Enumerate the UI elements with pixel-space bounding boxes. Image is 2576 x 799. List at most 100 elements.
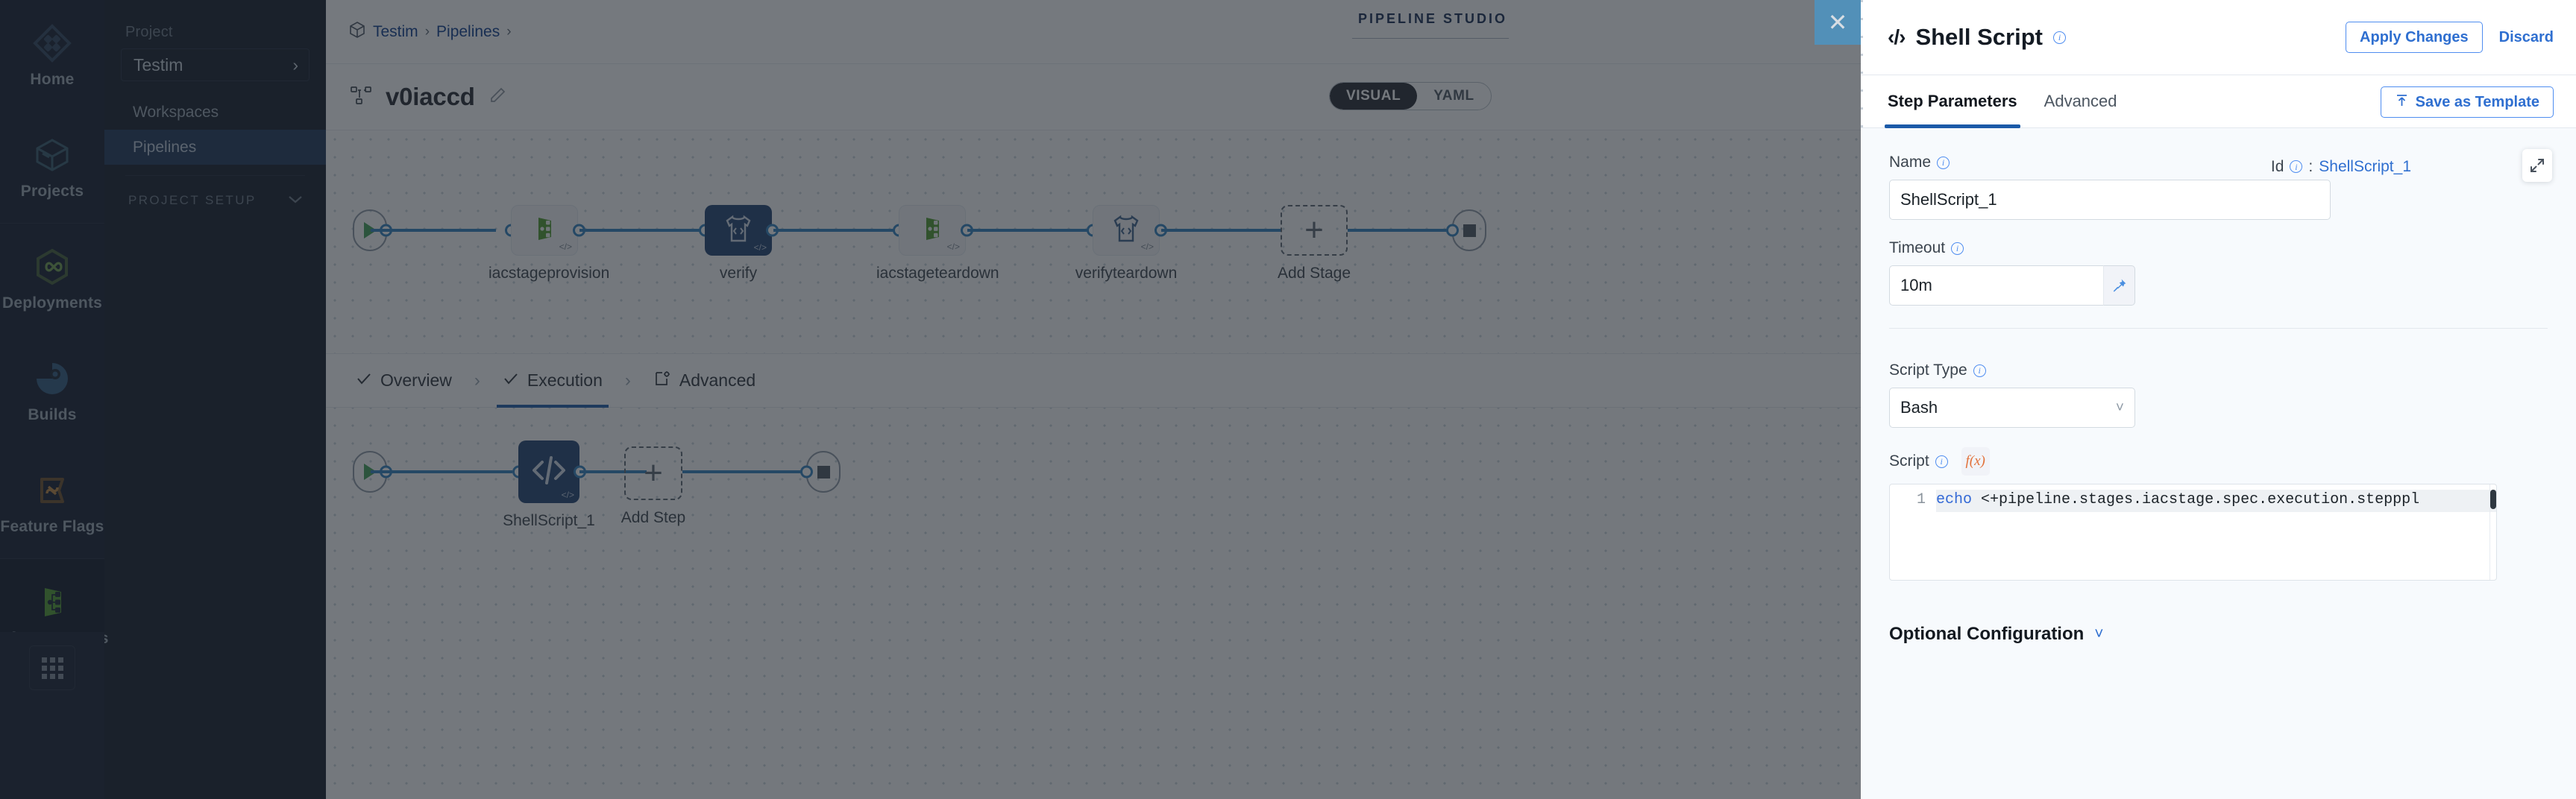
- rail-item-feature-flags[interactable]: Feature Flags: [0, 447, 104, 559]
- stage-node-label: iacstageprovision: [489, 265, 610, 282]
- project-sidebar: Project Testim › Workspaces Pipelines PR…: [104, 0, 326, 799]
- stage-node-label: iacstageteardown: [876, 265, 999, 282]
- rail-item-label: Home: [30, 71, 75, 89]
- script-field-group: Script i f(x) 1 echo <+pipeline.stages.i…: [1889, 149, 2552, 581]
- timeout-label-wrap: Timeout i: [1889, 239, 2548, 257]
- script-type-select[interactable]: Bash ˅: [1889, 388, 2135, 428]
- pipeline-end-node: [1446, 209, 1486, 251]
- add-stage-label: Add Stage: [1277, 265, 1351, 282]
- rail-item-builds[interactable]: Builds: [0, 335, 104, 447]
- fx-label: f(x): [1965, 453, 1985, 469]
- edge: [967, 229, 1093, 232]
- info-icon[interactable]: i: [1937, 156, 1950, 169]
- tab-separator: ›: [474, 370, 480, 391]
- edge: [579, 229, 705, 232]
- breadcrumb: Testim › Pipelines ›: [348, 21, 512, 43]
- rail-item-label: Feature Flags: [0, 518, 104, 536]
- add-stage-button[interactable]: + Add Stage: [1278, 205, 1351, 282]
- name-input[interactable]: [1889, 180, 2331, 220]
- sidebar-item-pipelines[interactable]: Pipelines: [104, 130, 326, 165]
- project-selector[interactable]: Testim ›: [121, 48, 310, 81]
- tab-label: Overview: [380, 370, 452, 390]
- pipeline-studio-badge: PIPELINE STUDIO: [1336, 0, 1525, 39]
- rail-item-label: Deployments: [1, 294, 103, 312]
- editor-scrollbar[interactable]: [2490, 490, 2496, 509]
- discard-button[interactable]: Discard: [2498, 28, 2554, 45]
- sidebar-item-workspaces[interactable]: Workspaces: [104, 95, 326, 130]
- infra-green-icon: [530, 214, 559, 247]
- view-mode-toggle[interactable]: VISUAL YAML: [1329, 82, 1492, 110]
- rail-item-projects[interactable]: Projects: [0, 112, 104, 224]
- shirt-code-icon: [724, 213, 753, 248]
- name-label: Name: [1889, 154, 1932, 171]
- stage-node-verifyteardown[interactable]: </> verifyteardown: [1075, 205, 1177, 282]
- script-type-field-group: Script Type i Bash ˅: [1889, 361, 2548, 428]
- info-icon[interactable]: i: [2052, 31, 2066, 44]
- sidebar-section-project-setup[interactable]: PROJECT SETUP: [104, 180, 326, 221]
- info-icon[interactable]: i: [1935, 455, 1948, 468]
- tab-execution[interactable]: Execution: [496, 354, 609, 408]
- add-step-button[interactable]: + Add Step: [621, 446, 685, 526]
- expand-icon[interactable]: [2522, 149, 2552, 182]
- info-icon[interactable]: i: [2290, 160, 2303, 173]
- tab-label: Advanced: [2043, 92, 2117, 110]
- tab-label: Step Parameters: [1888, 92, 2017, 110]
- rail-item-label: Projects: [20, 183, 84, 200]
- panel-title: Shell Script: [1915, 24, 2043, 50]
- step-config-panel: ‹/› Shell Script i Apply Changes Discard…: [1861, 0, 2576, 799]
- editor-code-line[interactable]: echo <+pipeline.stages.iacstage.spec.exe…: [1936, 484, 2496, 580]
- stage-node-iacstageprovision[interactable]: </> iacstageprovision: [489, 205, 609, 282]
- home-diamond-icon: [32, 23, 72, 63]
- cube-icon: [32, 135, 72, 175]
- script-type-label-wrap: Script Type i: [1889, 361, 2548, 379]
- pencil-icon[interactable]: [489, 86, 506, 108]
- tab-label: Execution: [527, 370, 603, 390]
- stop-icon: [1463, 224, 1476, 237]
- fx-expression-button[interactable]: f(x): [1961, 447, 1990, 476]
- apply-changes-button[interactable]: Apply Changes: [2346, 22, 2483, 53]
- panel-header: ‹/› Shell Script i Apply Changes Discard: [1861, 0, 2576, 75]
- close-panel-button[interactable]: ✕: [1815, 0, 1861, 45]
- script-type-label: Script Type: [1889, 361, 1967, 379]
- info-icon[interactable]: i: [1973, 364, 1986, 377]
- breadcrumb-item-pipelines[interactable]: Pipelines: [436, 22, 500, 40]
- section-divider: [1889, 328, 2548, 329]
- step-end-node: [800, 451, 841, 493]
- node-code-badge: </>: [753, 242, 767, 253]
- script-editor[interactable]: 1 echo <+pipeline.stages.iacstage.spec.e…: [1889, 484, 2497, 581]
- tab-advanced[interactable]: Advanced: [647, 354, 761, 408]
- chevron-down-icon: ˅: [2094, 625, 2104, 642]
- edge: [1161, 229, 1281, 232]
- info-icon[interactable]: i: [1951, 241, 1964, 255]
- rail-item-home[interactable]: Home: [0, 0, 104, 112]
- tab-step-parameters[interactable]: Step Parameters: [1885, 75, 2020, 128]
- node-code-badge: </>: [946, 241, 960, 252]
- timeout-input[interactable]: [1889, 265, 2103, 306]
- stage-node-verify[interactable]: </> verify: [699, 205, 779, 282]
- mode-option-visual[interactable]: VISUAL: [1330, 83, 1418, 110]
- tab-overview[interactable]: Overview: [350, 354, 458, 408]
- name-field-group: Name i Id i : ShellScript_1: [1889, 154, 2548, 220]
- check-icon: [356, 370, 372, 391]
- stage-node-iacstageteardown[interactable]: </> iacstageteardown: [876, 205, 999, 282]
- sidebar-item-label: Workspaces: [133, 103, 219, 121]
- save-as-template-label: Save as Template: [2415, 93, 2539, 110]
- pin-icon[interactable]: [2103, 265, 2135, 306]
- upload-arrow-icon: [2395, 93, 2409, 112]
- optional-configuration-toggle[interactable]: Optional Configuration ˅: [1889, 624, 2548, 645]
- breadcrumb-item-testim[interactable]: Testim: [373, 22, 418, 40]
- code-slash-icon: [530, 453, 568, 491]
- stage-node-label: verifyteardown: [1075, 265, 1178, 282]
- rail-item-deployments[interactable]: Deployments: [0, 224, 104, 335]
- save-as-template-button[interactable]: Save as Template: [2380, 86, 2554, 118]
- rail-item-label: Builds: [28, 406, 77, 424]
- grid-apps-icon[interactable]: [29, 645, 75, 690]
- mode-option-yaml[interactable]: YAML: [1433, 88, 1474, 104]
- tab-advanced[interactable]: Advanced: [2044, 75, 2117, 128]
- edge: [371, 470, 512, 473]
- project-selector-value: Testim: [133, 54, 183, 75]
- step-node-label: ShellScript_1: [503, 512, 595, 529]
- step-node-shellscript-1[interactable]: </> ShellScript_1: [503, 440, 595, 529]
- plus-icon: +: [1304, 212, 1324, 248]
- flag-toggle-icon: [32, 470, 72, 511]
